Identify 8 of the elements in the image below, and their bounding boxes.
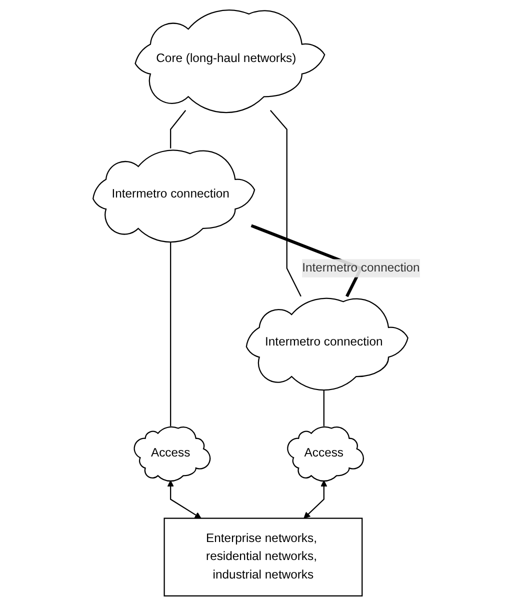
arrow bbox=[304, 480, 328, 519]
edge-label: Intermetro connection bbox=[302, 261, 420, 274]
connector bbox=[170, 240, 172, 426]
connector bbox=[323, 388, 325, 426]
node-box: Enterprise networks, residential networks, industrial networks bbox=[164, 518, 363, 596]
connector bbox=[270, 110, 302, 297]
arrow bbox=[167, 480, 202, 519]
connector bbox=[170, 110, 186, 148]
